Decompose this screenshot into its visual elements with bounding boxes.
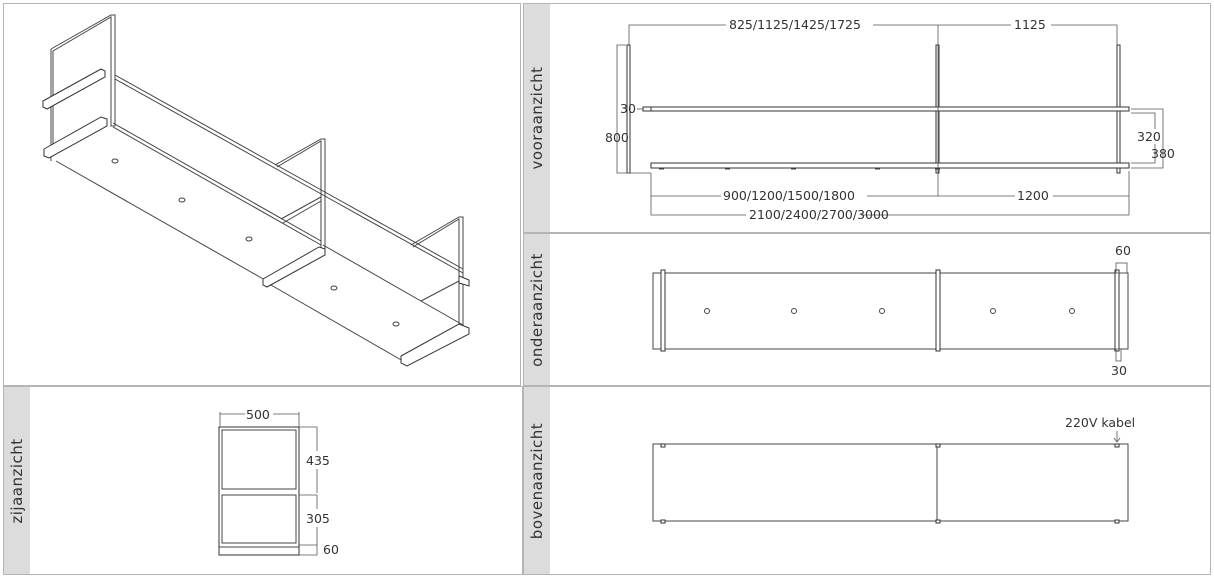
dim-side-width: 500 (246, 407, 270, 422)
bottom-view-label-strip: onderaanzicht (524, 234, 550, 385)
isometric-shelf-drawing (42, 14, 470, 367)
dim-total: 2100/2400/2700/3000 (749, 207, 889, 222)
dim-bottom-right: 1200 (1017, 188, 1049, 203)
side-view-drawing: 500 435 305 60 (218, 407, 339, 557)
top-view-panel: bovenaanzicht 220V kabel (523, 386, 1211, 575)
front-view-panel: vooraanzicht 825/1125/1425/1725 1125 800… (523, 3, 1211, 233)
dim-bottom-bottom: 30 (1111, 363, 1127, 378)
dim-side-upper: 435 (306, 453, 330, 468)
bottom-view-panel: onderaanzicht 60 30 (523, 233, 1211, 386)
dim-side-base: 60 (323, 542, 339, 557)
dim-right-outer: 380 (1151, 146, 1175, 161)
side-view-panel: zijaanzicht 500 435 305 60 (3, 386, 523, 575)
dim-top-left: 825/1125/1425/1725 (729, 17, 861, 32)
dim-bottom-left: 900/1200/1500/1800 (723, 188, 855, 203)
dim-side-lower: 305 (306, 511, 330, 526)
dim-left-small: 30 (620, 101, 636, 116)
cable-annotation: 220V kabel (1065, 415, 1135, 430)
dim-bottom-top: 60 (1115, 243, 1131, 258)
top-view-drawing: 220V kabel (652, 415, 1135, 524)
isometric-view-panel (3, 3, 521, 386)
dim-top-right: 1125 (1014, 17, 1046, 32)
dim-right-inner: 320 (1137, 129, 1161, 144)
front-view-label-strip: vooraanzicht (524, 4, 550, 232)
dim-height: 800 (605, 130, 629, 145)
top-view-label-strip: bovenaanzicht (524, 387, 550, 574)
front-view-drawing: 825/1125/1425/1725 1125 800 30 320 380 9… (605, 17, 1175, 222)
side-view-label-strip: zijaanzicht (4, 387, 30, 574)
bottom-view-drawing: 60 30 (652, 243, 1131, 378)
